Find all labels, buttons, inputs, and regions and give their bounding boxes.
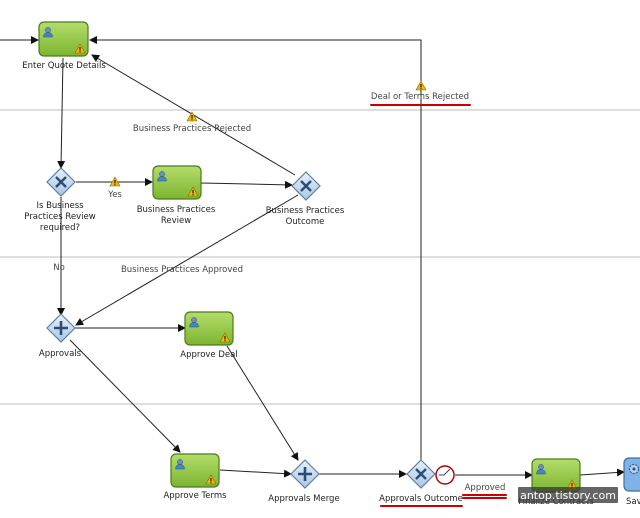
flow-enter-to-gateway: [57, 57, 66, 169]
gateway-label: Approvals Merge: [268, 494, 339, 504]
gateway-business-practices-outcome[interactable]: Business Practices Outcome: [266, 171, 345, 227]
task-enter-quote-details[interactable]: Enter Quote Details: [22, 21, 106, 71]
swimlane-dividers: [0, 109, 640, 405]
gear-icon: [628, 463, 640, 475]
flow-finalize-to-save: [579, 468, 625, 477]
gateway-label: Is Business: [36, 201, 84, 211]
task-save[interactable]: Sav: [623, 457, 640, 507]
flow-approvals-to-terms: [69, 339, 181, 453]
flow-label-bp-rejected: Business Practices Rejected: [133, 124, 251, 134]
parallel-gateway-icon: [298, 467, 312, 481]
flow-label-bp-approved: Business Practices Approved: [121, 265, 243, 275]
gateway-label: Practices Review: [24, 212, 95, 222]
gateway-approvals[interactable]: Approvals: [39, 313, 82, 359]
flow-terms-to-merge: [219, 469, 292, 478]
flow-review-to-outcome: [200, 180, 293, 189]
flow-labels: Yes No Business Practices Rejected Busin…: [53, 80, 506, 493]
task-business-practices-review[interactable]: Business Practices Review: [137, 165, 216, 226]
watermark-text: antop.tistory.com: [520, 489, 616, 502]
watermark: antop.tistory.com: [518, 487, 618, 503]
task-label: Review: [161, 216, 191, 226]
flow-bp-approved: [75, 194, 299, 326]
gateway-label: Approvals: [39, 349, 82, 359]
gateway-label: Business Practices: [266, 206, 345, 216]
gateway-label: required?: [40, 223, 80, 233]
task-label: Approve Deal: [180, 350, 237, 360]
highlight-underlines: [370, 104, 507, 507]
exclusive-gateway-icon: [55, 176, 67, 188]
task-label: Enter Quote Details: [22, 61, 106, 71]
gateway-approvals-outcome[interactable]: Approvals Outcome: [379, 459, 463, 504]
flow-label-approved: Approved: [465, 483, 506, 493]
flow-label-deal-rejected: Deal or Terms Rejected: [371, 92, 469, 102]
gateway-label: Outcome: [286, 217, 325, 227]
flow-deal-rejected: [89, 36, 422, 462]
gateway-label: Approvals Outcome: [379, 494, 463, 504]
gateway-business-practices-review-required[interactable]: Is Business Practices Review required?: [24, 167, 96, 233]
warning-icon: [415, 80, 427, 91]
flow-label-no: No: [53, 263, 65, 273]
task-label: Sav: [626, 497, 640, 507]
task-label: Business Practices: [137, 205, 216, 215]
timer-event-icon[interactable]: [435, 465, 455, 485]
exclusive-gateway-icon: [415, 468, 427, 480]
flow-label-yes: Yes: [107, 190, 122, 200]
task-label: Approve Terms: [163, 491, 227, 501]
task-approve-deal[interactable]: Approve Deal: [180, 311, 238, 360]
flow-deal-to-merge: [226, 345, 299, 461]
task-approve-terms[interactable]: Approve Terms: [163, 453, 227, 501]
gateway-approvals-merge[interactable]: Approvals Merge: [268, 459, 340, 504]
parallel-gateway-icon: [54, 321, 68, 335]
sequence-flows: [0, 36, 625, 479]
exclusive-gateway-icon: [300, 180, 312, 192]
